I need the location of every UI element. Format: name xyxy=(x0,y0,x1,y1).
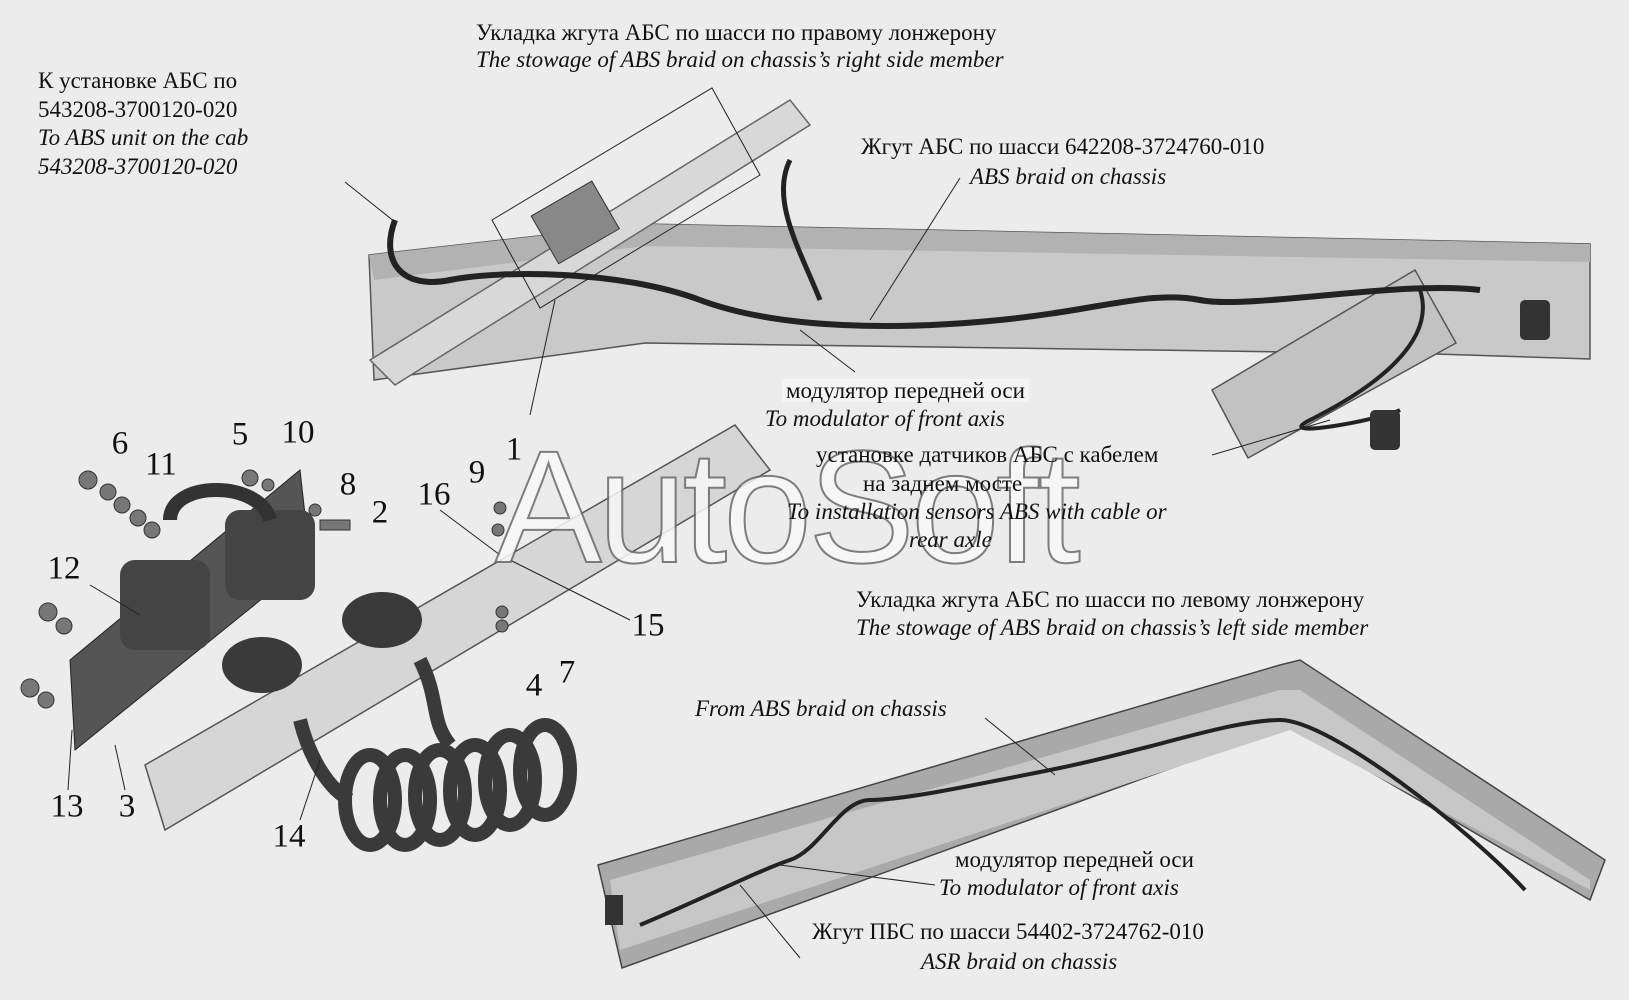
sensors-label-en-2: rear axle xyxy=(909,527,992,552)
cab-label-ru-2: 543208-3700120-020 xyxy=(38,97,238,122)
leader-line xyxy=(344,181,396,223)
asr-braid-label-en: ASR braid on chassis xyxy=(921,949,1118,974)
callout-14: 14 xyxy=(272,818,306,855)
modulator-top-label-en: To modulator of front axis xyxy=(765,406,1005,431)
handle-loop xyxy=(163,483,277,523)
leader-line xyxy=(1211,419,1331,456)
cab-label-en-2: 543208-3700120-020 xyxy=(38,154,238,179)
asr-braid-label-ru: Жгут ПБС по шасси 54402-3724762-010 xyxy=(812,919,1204,944)
asr-braid xyxy=(639,717,1527,927)
leader-line xyxy=(114,744,126,791)
modulator-top-label-ru: модулятор передней оси xyxy=(782,379,1029,402)
cab-label-ru-1: К установке АБС по xyxy=(38,68,238,93)
cab-label-en-1: To ABS unit on the cab xyxy=(38,125,249,150)
leader-line xyxy=(509,559,631,621)
callout-2: 2 xyxy=(371,494,389,531)
sensors-label-en-1: To installation sensors ABS with cable o… xyxy=(787,499,1167,524)
callout-12: 12 xyxy=(47,550,81,587)
watermark: AutoSoft xyxy=(494,416,1082,597)
leader-line xyxy=(779,864,936,886)
leader-line xyxy=(439,509,501,556)
leader-line xyxy=(739,884,801,959)
callout-4: 4 xyxy=(525,667,543,704)
callout-9: 9 xyxy=(468,454,486,491)
leader-line xyxy=(67,729,73,791)
callout-8: 8 xyxy=(339,466,357,503)
callout-6: 6 xyxy=(111,425,129,462)
callout-5: 5 xyxy=(231,416,249,453)
abs-braid-label-ru: Жгут АБС по шасси 642208-3724760-010 xyxy=(861,134,1265,159)
abs-braid-top xyxy=(387,218,1481,329)
connector-socket xyxy=(225,510,315,600)
left-member-label-en: The stowage of ABS braid on chassis’s le… xyxy=(856,615,1369,640)
leader-line xyxy=(869,177,961,321)
top-cross-member xyxy=(1211,268,1458,460)
asr-connector xyxy=(605,895,623,925)
abs-connector-bracket xyxy=(530,180,620,265)
callout-3: 3 xyxy=(118,788,136,825)
connector-socket xyxy=(120,560,210,650)
callout-16: 16 xyxy=(417,476,451,513)
callout-13: 13 xyxy=(50,788,84,825)
modulator-bottom-label-en: To modulator of front axis xyxy=(939,875,1179,900)
sensors-label-ru-2: на заднем мосте xyxy=(863,471,1023,496)
bottom-frame-inner-face xyxy=(610,690,1590,950)
callout-11: 11 xyxy=(145,446,177,483)
abs-branch-top xyxy=(780,158,823,301)
left-member-label-ru: Укладка жгута АБС по шасси по левому лон… xyxy=(856,587,1365,612)
callout-1: 1 xyxy=(505,431,523,468)
leader-line xyxy=(89,584,141,616)
leader-line xyxy=(299,759,321,821)
connector-plug xyxy=(342,592,422,648)
top-frame-upper-face xyxy=(369,224,1590,280)
nuts-washers xyxy=(20,469,509,709)
callout-7: 7 xyxy=(558,654,576,691)
leader-line xyxy=(529,299,556,416)
sensor-cable xyxy=(1299,289,1425,431)
coiled-cable xyxy=(293,656,577,852)
detail-frame xyxy=(491,87,761,309)
from-abs-label-en: From ABS braid on chassis xyxy=(695,696,947,721)
leader-line xyxy=(799,329,856,373)
sensor-connector xyxy=(1370,410,1400,450)
callout-10: 10 xyxy=(281,414,315,451)
top-chassis-frame xyxy=(368,223,1591,381)
right-member-label-ru: Укладка жгута АБС по шасси по правому ло… xyxy=(476,20,997,45)
sensors-label-ru-1: установке датчиков АБС с кабелем xyxy=(816,442,1159,467)
callout-15: 15 xyxy=(631,607,665,644)
right-member-label-en: The stowage of ABS braid on chassis’s ri… xyxy=(476,47,1004,72)
connector-plug xyxy=(222,637,302,693)
sensor-connector xyxy=(1520,300,1550,340)
leader-line xyxy=(984,717,1056,776)
abs-braid-label-en: ABS braid on chassis xyxy=(970,164,1167,189)
modulator-bottom-label-ru: модулятор передней оси xyxy=(955,847,1194,872)
